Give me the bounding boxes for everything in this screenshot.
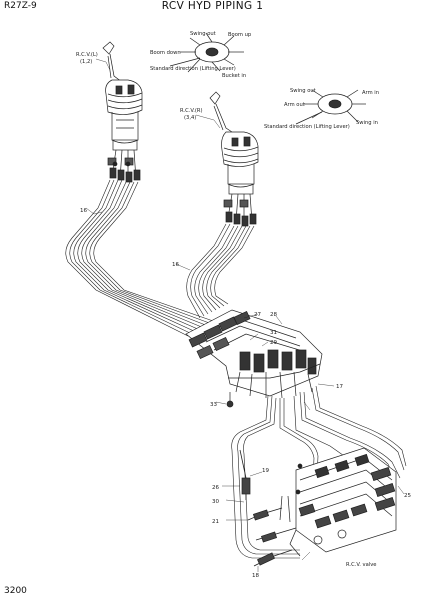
pattern-note: Standard direction (Lifting Lever): [150, 66, 236, 72]
pattern-label: Arm in: [362, 90, 379, 96]
callout: 30: [212, 499, 219, 505]
pattern-label: Boom up: [228, 32, 252, 38]
pattern-label: Boom down: [150, 50, 181, 56]
callout: 16: [172, 262, 179, 268]
callout: 21: [212, 519, 219, 525]
callout: 19: [262, 468, 269, 474]
pattern-label: Arm out: [284, 102, 305, 108]
callout: 28: [270, 312, 277, 318]
callout: 31: [270, 330, 277, 336]
pattern-label: Swing out: [290, 88, 316, 94]
callout: 25: [404, 493, 411, 499]
lower-hose-loops: [231, 385, 407, 559]
page-number: 3200: [4, 586, 27, 596]
right-lever-pattern-diagram: [295, 89, 366, 125]
right-rcv-label: R.C.V.(R): [180, 108, 203, 114]
leader-lines: [85, 58, 405, 572]
callout-numbers: 27 28 29 31 17 33 26 30 21 19 25 18 16 1…: [80, 208, 411, 579]
pattern-label: Swing in: [356, 120, 378, 126]
left-rcv-joystick: [102, 41, 143, 183]
callout: 26: [212, 485, 219, 491]
left-rcv-label-2: (1,2): [80, 59, 92, 65]
diagram-labels: R.C.V.(L) (1,2) R.C.V.(R) (3,4) Swing ou…: [76, 31, 379, 568]
control-valve-assembly: [289, 447, 397, 557]
callout: 18: [252, 573, 259, 579]
callout: 27: [254, 312, 261, 318]
lower-left-hoses: [239, 449, 303, 567]
callout: 33: [210, 402, 217, 408]
callout: 16: [80, 208, 87, 214]
right-rcv-label-2: (3,4): [184, 115, 196, 121]
left-lever-pattern-diagram: [169, 32, 244, 73]
bottom-note: R.C.V. valve: [346, 562, 376, 568]
pattern-label: Swing out: [190, 31, 216, 37]
left-hose-bundle: [65, 179, 217, 337]
callout: 17: [336, 384, 343, 390]
right-rcv-joystick: [209, 91, 259, 227]
central-fittings-block: [185, 309, 323, 408]
callout: 29: [270, 340, 277, 346]
pattern-note: Standard direction (Lifting Lever): [264, 124, 350, 130]
page-title: RCV HYD PIPING 1: [161, 0, 264, 12]
right-hose-bundle: [186, 223, 255, 319]
page-code: R27Z-9: [4, 1, 37, 11]
left-rcv-label: R.C.V.(L): [76, 52, 98, 58]
pattern-label: Bucket in: [222, 73, 246, 79]
